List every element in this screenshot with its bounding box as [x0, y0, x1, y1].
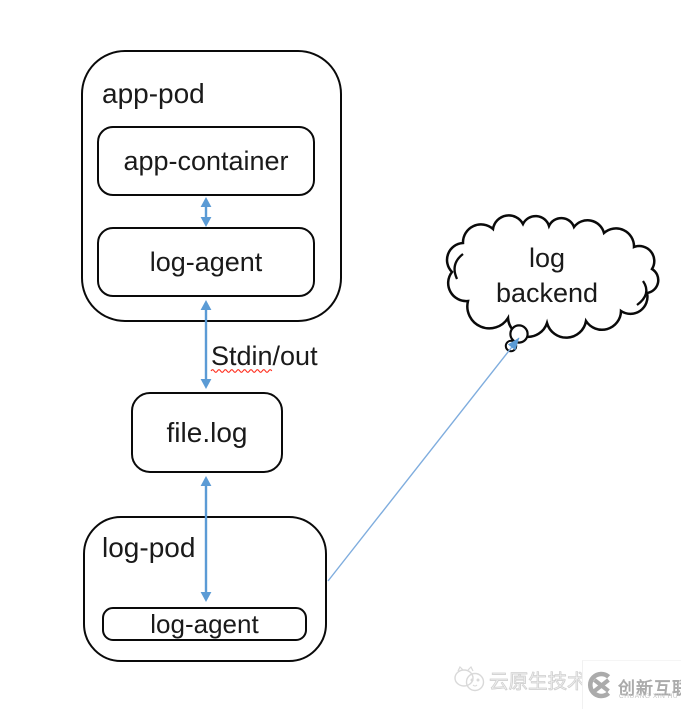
brand-latin-label: CHUANG XIN HU LIAN [619, 693, 681, 700]
log-agent-top-box: log-agent [97, 227, 315, 297]
app-container-box: app-container [97, 126, 315, 196]
app-container-label: app-container [123, 145, 289, 176]
cloud-detail-arc-right [636, 280, 648, 306]
cloud-label-line1: log [528, 243, 566, 273]
log-agent-bottom-box: log-agent [102, 607, 307, 641]
brand-name-label: 创新互联 [618, 679, 681, 698]
cloud-label: log backend [458, 241, 636, 311]
cloud-label-line2: backend [495, 278, 599, 308]
log-pod-label: log-pod [102, 532, 196, 563]
log-agent-top-label: log-agent [149, 246, 263, 277]
log-agent-bottom-label: log-agent [150, 608, 259, 639]
circle-x-icon [588, 671, 611, 699]
file-log-label: file.log [166, 416, 248, 448]
cloud-tail-small-circle [504, 339, 518, 353]
cloud-tail-large-circle [509, 324, 529, 344]
connector-logpod-to-cloud-icon [327, 337, 520, 582]
brand-watermark: 创新互联 CHUANG XIN HU LIAN [582, 660, 681, 709]
stdin-out-label: Stdin/out [211, 341, 318, 371]
app-pod-label: app-pod [102, 78, 205, 109]
watermark-cat-doodle-icon [454, 665, 485, 692]
file-log-box: file.log [131, 392, 283, 473]
